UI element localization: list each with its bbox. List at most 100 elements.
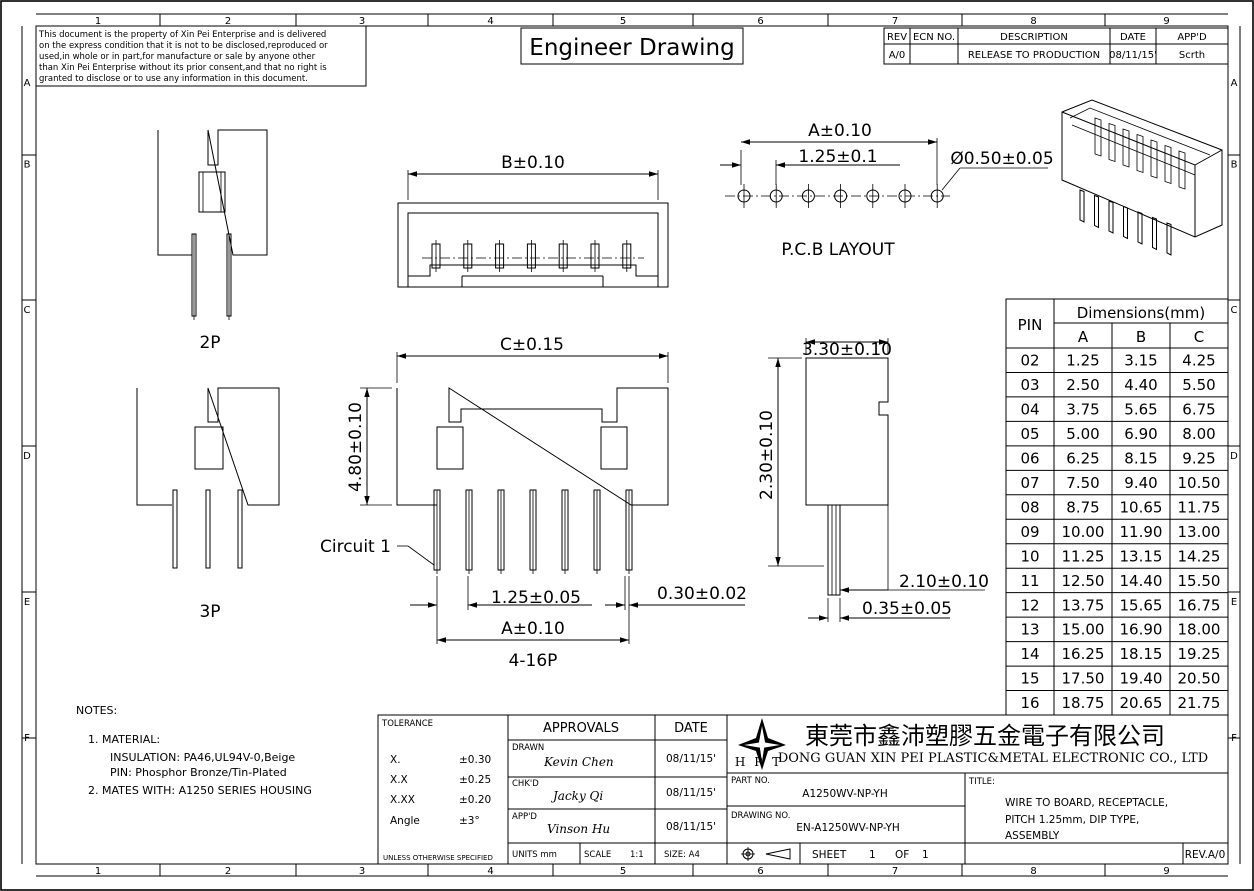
logo-letters: HRT [735, 755, 789, 769]
label-3p: 3P [199, 602, 220, 622]
drawing-no-label: DRAWING NO. [731, 811, 790, 821]
iso-pin [1123, 205, 1128, 240]
table-cell: 18.75 [1062, 694, 1105, 712]
pcb-layout-label: P.C.B LAYOUT [781, 240, 895, 260]
scale-value: 1:1 [630, 850, 644, 860]
column-label: 4 [487, 16, 493, 27]
column-label: 5 [620, 866, 626, 877]
table-cell: 20.65 [1120, 694, 1163, 712]
table-col-b: B [1136, 328, 1146, 346]
projection-symbol-icon [741, 847, 791, 861]
notes: NOTES: 1. MATERIAL: INSULATION: PA46,UL9… [76, 704, 312, 797]
iso-slot [1178, 150, 1186, 190]
table-cell: 8.75 [1066, 498, 1099, 516]
description-header: DESCRIPTION [1000, 32, 1068, 43]
dim-pin-length: 2.10±0.10 [899, 572, 989, 592]
of-label: OF [895, 849, 909, 861]
table-cell: 14.40 [1120, 572, 1163, 590]
view-top: B±0.10 [397, 153, 669, 288]
company-logo-icon: HRT [735, 718, 789, 770]
iso-slot [1094, 117, 1102, 157]
note-line: 2. MATES WITH: A1250 SERIES HOUSING [88, 784, 312, 797]
table-cell: 8.00 [1182, 425, 1215, 443]
drawn-label: DRAWN [512, 743, 544, 753]
dim-a-pcb: A±0.10 [808, 121, 872, 141]
approved-header: APP'D [1177, 32, 1207, 43]
table-cell: 05 [1020, 425, 1039, 443]
dim-depth: 3.30±0.10 [802, 340, 892, 360]
table-cell: 10.00 [1062, 523, 1105, 541]
dim-a-front: A±0.10 [501, 619, 565, 639]
table-cell: 5.50 [1182, 376, 1215, 394]
unless-specified: UNLESS OTHERWISE SPECIFIED [383, 854, 493, 862]
checked-date: 08/11/15' [666, 787, 716, 799]
revision-block: REV ECN NO. DESCRIPTION DATE APP'D A/0 R… [883, 27, 1229, 65]
title-block: TOLERANCE X. ±0.30 X.X ±0.25 X.XX ±0.20 … [377, 714, 1229, 865]
sheet-num: 1 [869, 849, 876, 861]
row-label: F [24, 733, 30, 744]
table-cell: 6.90 [1124, 425, 1157, 443]
row-label: A [24, 78, 31, 89]
column-label: 7 [892, 16, 898, 27]
table-cell: 16 [1020, 694, 1039, 712]
table-cell: 9.25 [1182, 449, 1215, 467]
view-3p: 3P [136, 387, 280, 622]
table-cell: 4.25 [1182, 352, 1215, 370]
table-cell: 15 [1020, 670, 1039, 688]
column-label: 1 [95, 866, 101, 877]
scale-label: SCALE [584, 850, 611, 860]
table-cell: 10.50 [1178, 474, 1221, 492]
table-cell: 07 [1020, 474, 1039, 492]
row-label: C [1231, 305, 1238, 316]
ecn-header: ECN NO. [913, 32, 955, 43]
tol-value: ±3° [459, 815, 480, 827]
title-label: TITLE: [968, 777, 995, 787]
table-cell: 11.25 [1062, 547, 1105, 565]
note-line: PIN: Phosphor Bronze/Tin-Plated [110, 766, 287, 779]
column-label: 9 [1163, 16, 1169, 27]
row-label: D [23, 451, 31, 462]
note-line: 1. MATERIAL: [88, 733, 160, 746]
table-cell: 14 [1020, 645, 1039, 663]
column-label: 6 [757, 866, 763, 877]
iso-slot [1150, 139, 1158, 179]
date-value: 08/11/15' [1109, 50, 1157, 61]
isometric-view [1061, 99, 1223, 256]
disclaimer-line: granted to disclose or to use any inform… [39, 74, 308, 84]
rev-value: A/0 [889, 50, 906, 61]
circuit-1-label: Circuit 1 [320, 537, 391, 557]
units-label: UNITS mm [512, 850, 557, 860]
tol-name: X. [390, 754, 401, 766]
table-cell: 18.15 [1120, 645, 1163, 663]
row-label: B [1231, 160, 1238, 171]
checked-by: Jacky Qi [550, 789, 603, 803]
title-line: PITCH 1.25mm, DIP TYPE, [1005, 814, 1139, 826]
table-cell: 13 [1020, 621, 1039, 639]
drawing-no: EN-A1250WV-NP-YH [796, 822, 900, 834]
table-cell: 15.50 [1178, 572, 1221, 590]
row-label: E [1231, 597, 1237, 608]
tol-name: Angle [390, 815, 420, 827]
iso-pin [1166, 222, 1172, 256]
column-label: 3 [359, 866, 365, 877]
table-cell: 11.75 [1178, 498, 1221, 516]
table-cell: 21.75 [1178, 694, 1221, 712]
drawing-title: Engineer Drawing [529, 35, 734, 61]
table-cell: 08 [1020, 498, 1039, 516]
table-cell: 19.40 [1120, 670, 1163, 688]
dim-side-height: 2.30±0.10 [757, 410, 777, 500]
column-label: 1 [95, 16, 101, 27]
iso-slot [1108, 122, 1116, 163]
sheet-label: SHEET [812, 849, 847, 861]
row-label: A [1231, 78, 1238, 89]
column-label: 7 [892, 866, 898, 877]
date-label: DATE [674, 721, 708, 736]
iso-pin [1137, 211, 1143, 245]
table-cell: 2.50 [1066, 376, 1099, 394]
column-label: 6 [757, 16, 763, 27]
table-cell: 03 [1020, 376, 1039, 394]
rev-box: REV.A/0 [1185, 849, 1226, 861]
